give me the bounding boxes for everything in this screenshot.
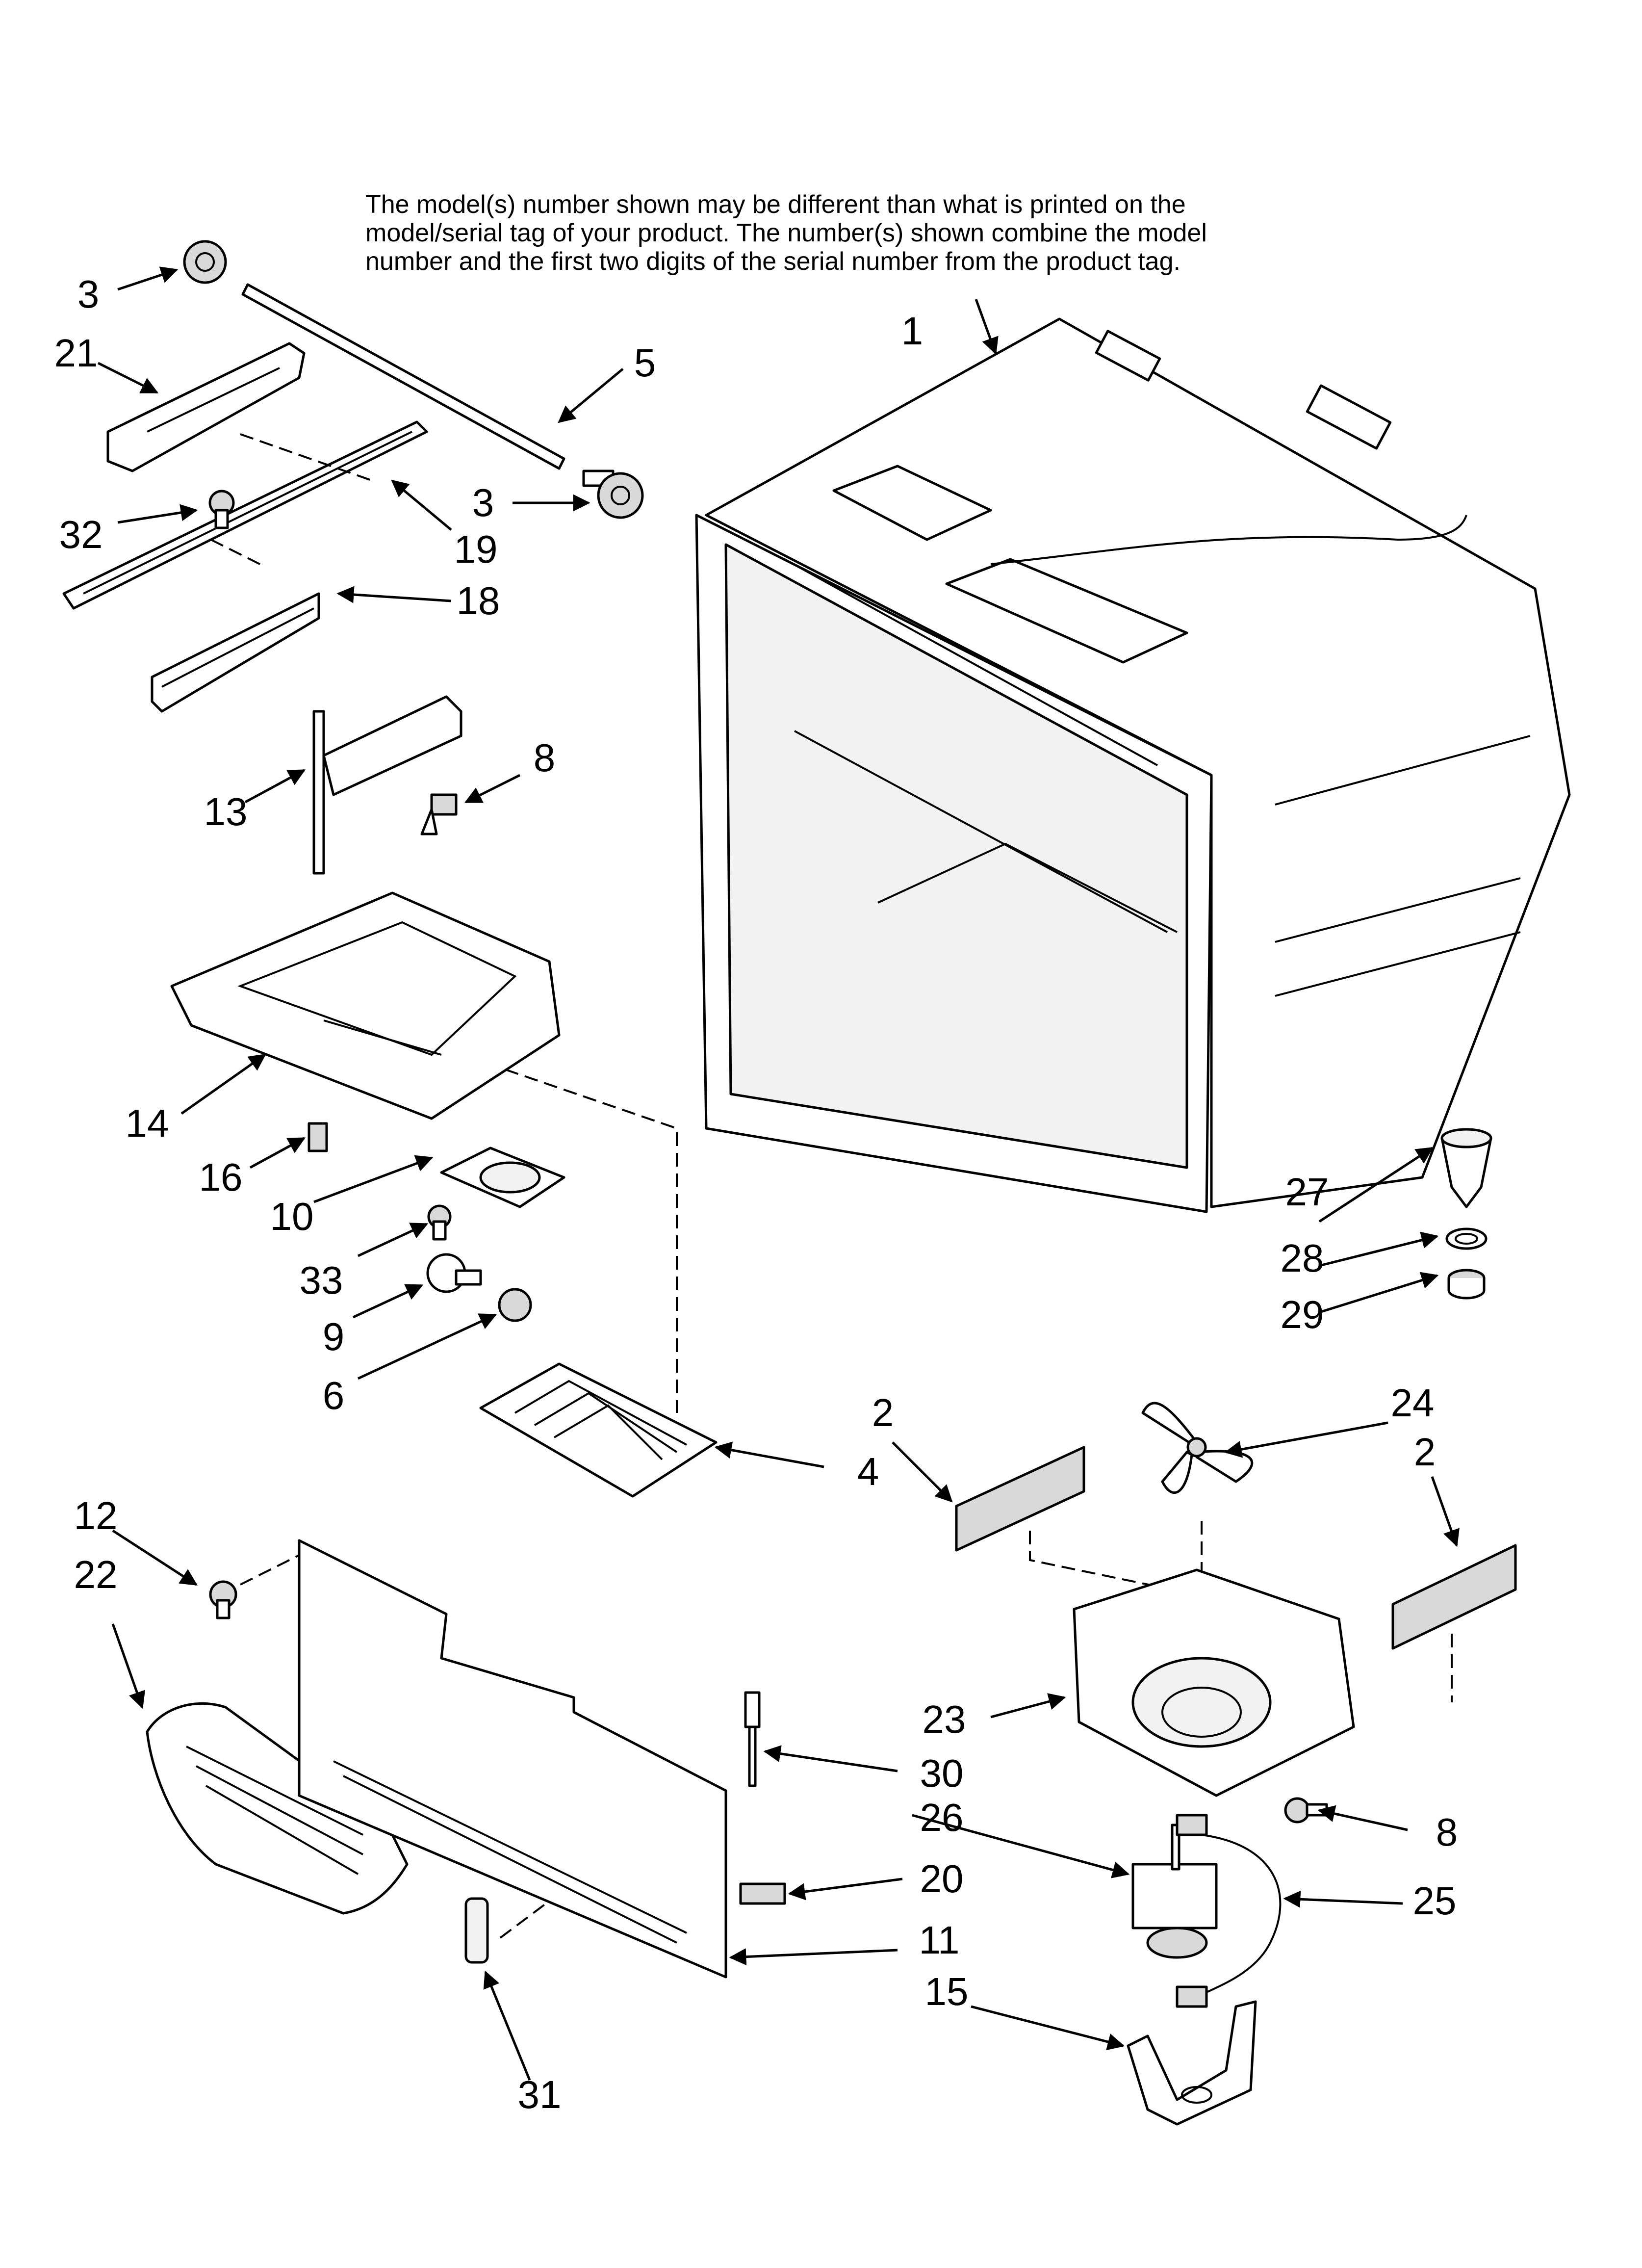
gear-part-upper [183, 240, 227, 284]
panel-part [298, 1539, 727, 1979]
callout-3-upper: 3 [77, 272, 100, 316]
thermistor-part [744, 1691, 761, 1787]
lens-part [440, 1147, 565, 1208]
screw-part-middle [420, 793, 458, 835]
screw-part-upper [208, 490, 235, 529]
caster-part [1440, 1128, 1492, 1208]
light-housing-part [170, 891, 561, 1120]
grille-cover-part [146, 1702, 409, 1915]
slide-bracket-part [106, 342, 306, 472]
callout-8-upper: 8 [533, 736, 556, 780]
callout-15: 15 [924, 1970, 969, 2013]
grille-tray-part [479, 1362, 718, 1498]
callout-24: 24 [1390, 1381, 1435, 1425]
callout-27: 27 [1285, 1170, 1329, 1214]
callout-5: 5 [634, 341, 656, 385]
bracket-part [312, 695, 462, 875]
fan-motor-part [1131, 1824, 1218, 1959]
callout-26: 26 [920, 1796, 964, 1839]
callout-6: 6 [322, 1374, 345, 1417]
note-line-1: The model(s) number shown may be differe… [365, 190, 1186, 219]
callout-28: 28 [1280, 1236, 1324, 1280]
callout-2-right: 2 [1413, 1430, 1436, 1474]
callout-23: 23 [922, 1697, 966, 1741]
callout-32: 32 [59, 513, 103, 556]
socket-part [498, 1288, 532, 1322]
callout-29: 29 [1280, 1293, 1324, 1336]
callout-21: 21 [54, 331, 98, 375]
note-line-3: number and the first two digits of the s… [365, 247, 1180, 276]
callout-2-left: 2 [872, 1391, 894, 1434]
shaft-part [241, 283, 565, 470]
screw-part-shroud [1284, 1797, 1328, 1824]
callout-13: 13 [204, 790, 248, 834]
foam-block-part-right [1391, 1544, 1517, 1650]
clip-part [464, 1897, 489, 1964]
gear-part-lower [582, 469, 644, 519]
rail-channel-part [151, 592, 320, 713]
callout-9: 9 [322, 1315, 345, 1358]
note-line-2: model/serial tag of your product. The nu… [365, 219, 1207, 247]
screw-part-lens [427, 1204, 452, 1241]
callout-25: 25 [1412, 1879, 1457, 1923]
fan-blade-part [1141, 1402, 1254, 1494]
callout-4: 4 [857, 1450, 879, 1493]
callout-11: 11 [919, 1918, 960, 1962]
callout-18: 18 [456, 579, 500, 623]
callout-31: 31 [517, 2073, 562, 2116]
callout-30: 30 [920, 1751, 964, 1795]
leader-lines [97, 266, 1460, 2081]
callout-10: 10 [270, 1195, 314, 1238]
fan-shroud-part [1073, 1568, 1355, 1797]
foam-block-part-left [955, 1446, 1085, 1552]
callout-8-lower: 8 [1436, 1810, 1458, 1854]
callout-19: 19 [454, 527, 498, 571]
washer-part [1445, 1227, 1488, 1250]
freezer-liner-part [695, 317, 1571, 1213]
callout-33: 33 [299, 1258, 343, 1302]
rail-part [62, 420, 428, 610]
model-number-note: The model(s) number shown may be differe… [365, 190, 1356, 276]
switch-part [308, 1122, 328, 1152]
callout-20: 20 [920, 1857, 964, 1901]
callout-12: 12 [74, 1494, 118, 1538]
callout-3-lower: 3 [472, 481, 494, 524]
callout-14: 14 [125, 1101, 169, 1145]
callout-1: 1 [901, 309, 924, 353]
bushing-part [1447, 1269, 1486, 1300]
callout-22: 22 [74, 1553, 118, 1596]
callout-16: 16 [199, 1155, 243, 1199]
motor-bracket-part [1127, 2000, 1257, 2126]
bulb-part [426, 1253, 482, 1293]
screw-part-cover [209, 1580, 237, 1619]
wire-harness-part [1176, 1814, 1282, 2008]
seal-strip-part [739, 1882, 786, 1905]
